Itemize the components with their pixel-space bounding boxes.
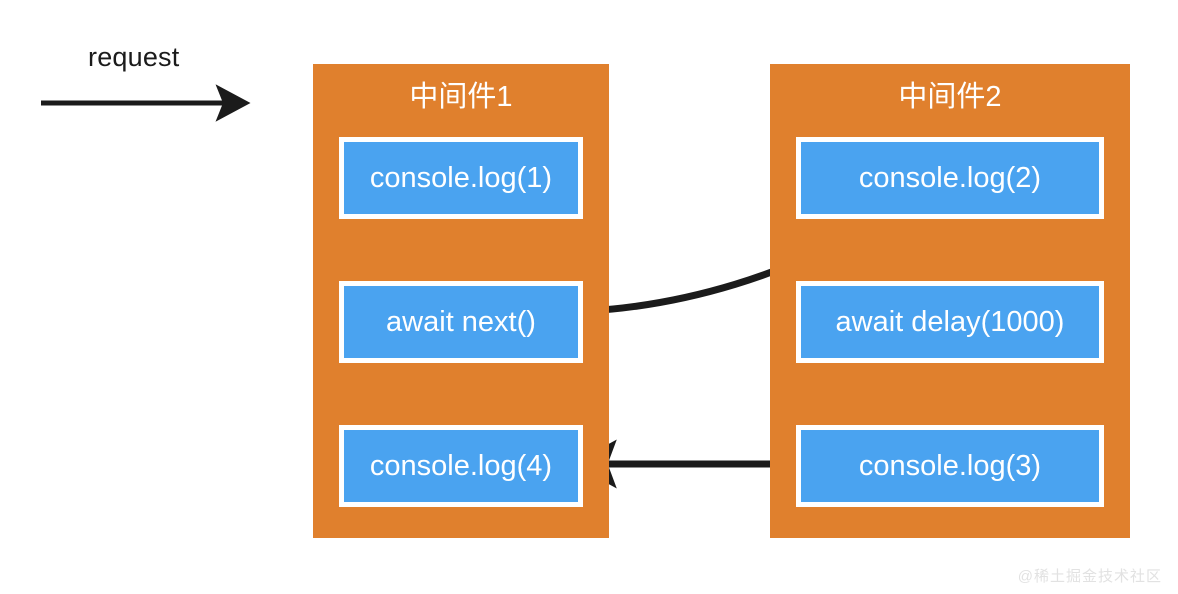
middleware-1-panel: 中间件1 console.log(1) await next() console…: [313, 64, 609, 538]
step-box-await-next: await next(): [339, 281, 583, 363]
step-box-await-delay-1000: await delay(1000): [796, 281, 1104, 363]
step-box-console-log-3: console.log(3): [796, 425, 1104, 507]
middleware-2-panel: 中间件2 console.log(2) await delay(1000) co…: [770, 64, 1130, 538]
middleware-2-title: 中间件2: [898, 81, 1002, 113]
watermark: @稀土掘金技术社区: [1017, 568, 1162, 585]
request-label: request: [88, 42, 180, 72]
step-box-console-log-4: console.log(4): [339, 425, 583, 507]
step-box-console-log-1: console.log(1): [339, 137, 583, 219]
step-box-console-log-2: console.log(2): [796, 137, 1104, 219]
middleware-1-title: 中间件1: [409, 81, 513, 113]
